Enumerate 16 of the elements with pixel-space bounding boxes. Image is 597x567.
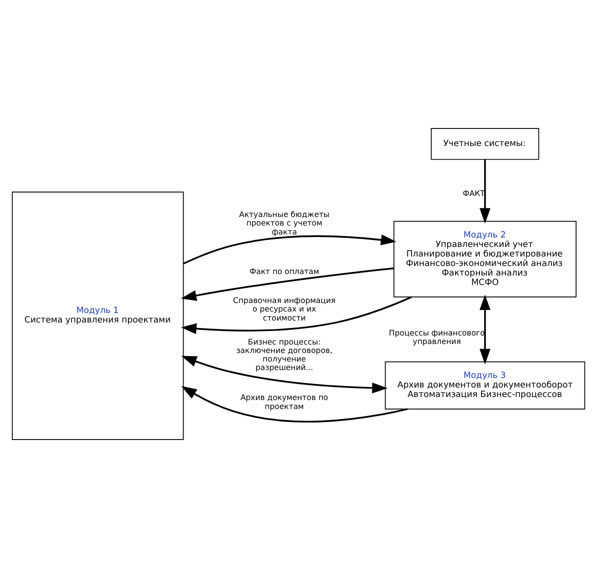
arrow <box>181 386 408 422</box>
arrow <box>480 159 490 224</box>
arrow <box>181 355 388 393</box>
arrow <box>480 294 490 364</box>
node-box: Модуль 3 Архив документов и документооборот Автоматизация Бизнес-процессов <box>384 360 586 409</box>
edge-label: Справочная информация о ресурсах и их стоимости <box>233 296 336 322</box>
node-box: Модуль 1 Система управления проектами <box>12 191 184 440</box>
arrow <box>181 296 412 334</box>
edge-label: Архив документов по проектам <box>240 392 328 410</box>
node-box: Модуль 2 Управленческий учет Планирование и бюджетирование Финансово-экономический анализ Факторный анализ МСФО <box>393 220 577 297</box>
edge-label: Бизнес процессы: заключение договоров, получение разрешений... <box>236 336 332 372</box>
node-box: Учетные системы: <box>430 128 540 160</box>
arrow <box>183 234 396 264</box>
arrow <box>180 266 394 300</box>
edge-label: Факт по оплатам <box>249 266 320 276</box>
edge-label: Актуальные бюджеты проектов с учетом факта <box>239 210 330 236</box>
